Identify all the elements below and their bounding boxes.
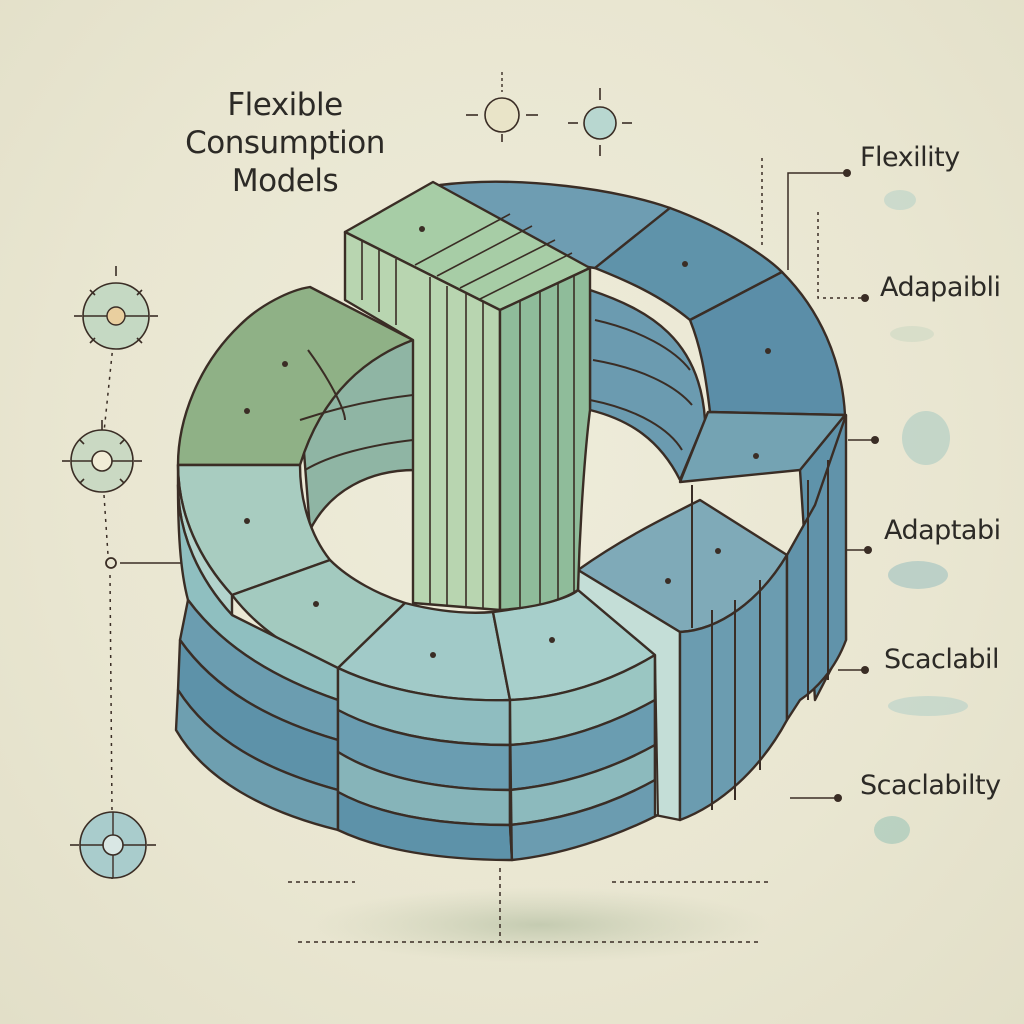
pillar-right-face (498, 266, 592, 612)
decorative-blobs (874, 190, 968, 844)
right-connectors (761, 158, 872, 799)
label-adaptabi: Adaptabi (884, 515, 1001, 546)
ring-structure (174, 180, 848, 862)
ring-division-lines (299, 319, 829, 861)
node-icon-3 (70, 811, 156, 879)
segment-dots (244, 226, 771, 658)
left-guide-line (103, 344, 114, 880)
label-flexility: Flexility (860, 142, 960, 173)
node-icon-1 (74, 266, 158, 350)
title-line-3: Models (231, 163, 339, 199)
title-line-1: Flexible (227, 87, 343, 123)
ring-right-wall (678, 410, 847, 484)
node-icon-2 (62, 420, 142, 493)
top-icon-right (568, 88, 632, 156)
ground-shadow (310, 887, 770, 963)
ring-top-green-left (176, 285, 415, 467)
base-guide-lines (288, 868, 770, 943)
title-line-2: Consumption (185, 125, 385, 161)
label-scaclabilty: Scaclabilty (860, 770, 1001, 801)
top-icon-left (466, 72, 538, 142)
right-connector-dots (834, 169, 879, 802)
diagram-title: Flexible Consumption Models (150, 86, 420, 200)
label-scaclabil: Scaclabil (884, 644, 1000, 675)
left-node-small (105, 557, 117, 569)
label-adapaibli: Adapaibli (880, 272, 1001, 303)
pillar-stripes (361, 213, 575, 609)
